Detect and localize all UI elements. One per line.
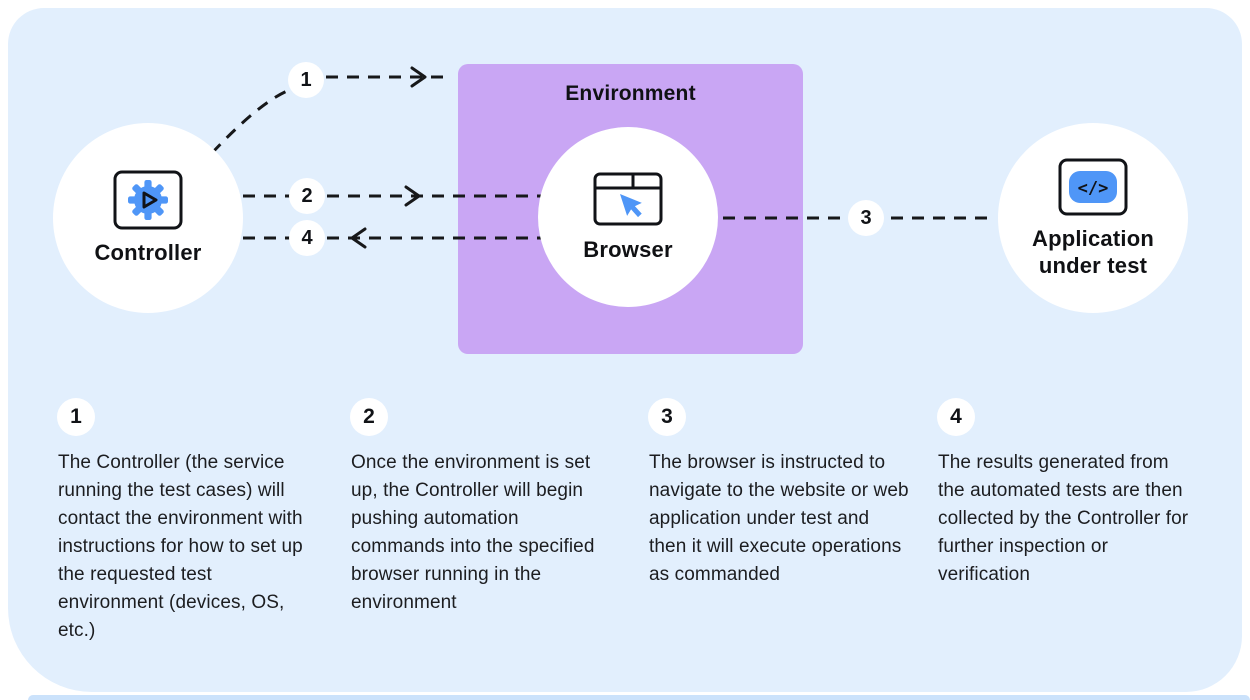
step-2-number: 2 xyxy=(350,398,388,436)
step-4-text: The results generated from the automated… xyxy=(938,452,1189,585)
arrow-badge-3: 3 xyxy=(848,200,884,236)
browser-label: Browser xyxy=(583,237,673,262)
play-icon xyxy=(142,191,158,209)
cursor-icon xyxy=(620,194,642,218)
step-2: 2 Once the environment is set up, the Co… xyxy=(350,398,612,617)
node-browser: Browser xyxy=(538,127,718,307)
code-icon: </> xyxy=(1058,158,1128,215)
step-4: 4 The results generated from the automat… xyxy=(937,398,1199,589)
bottom-bar xyxy=(28,695,1250,700)
browser-window-icon xyxy=(593,172,663,226)
gear-shape xyxy=(128,180,168,220)
step-3: 3 The browser is instructed to navigate … xyxy=(648,398,910,589)
environment-title: Environment xyxy=(565,82,696,105)
node-controller: Controller xyxy=(53,123,243,313)
arrow-badge-2: 2 xyxy=(289,178,325,214)
svg-text:</>: </> xyxy=(1078,178,1109,198)
arrow-badge-1: 1 xyxy=(288,62,324,98)
step-1: 1 The Controller (the service running th… xyxy=(57,398,319,645)
arrow-badge-4: 4 xyxy=(289,220,325,256)
automation-gear-icon xyxy=(113,170,183,230)
application-label: Application under test xyxy=(1032,225,1154,278)
step-3-text: The browser is instructed to navigate to… xyxy=(649,452,909,585)
controller-label: Controller xyxy=(94,240,202,265)
step-1-text: The Controller (the service running the … xyxy=(58,452,303,641)
step-4-number: 4 xyxy=(937,398,975,436)
node-application: </> Application under test xyxy=(998,123,1188,313)
step-2-text: Once the environment is set up, the Cont… xyxy=(351,452,595,613)
step-1-number: 1 xyxy=(57,398,95,436)
step-3-number: 3 xyxy=(648,398,686,436)
